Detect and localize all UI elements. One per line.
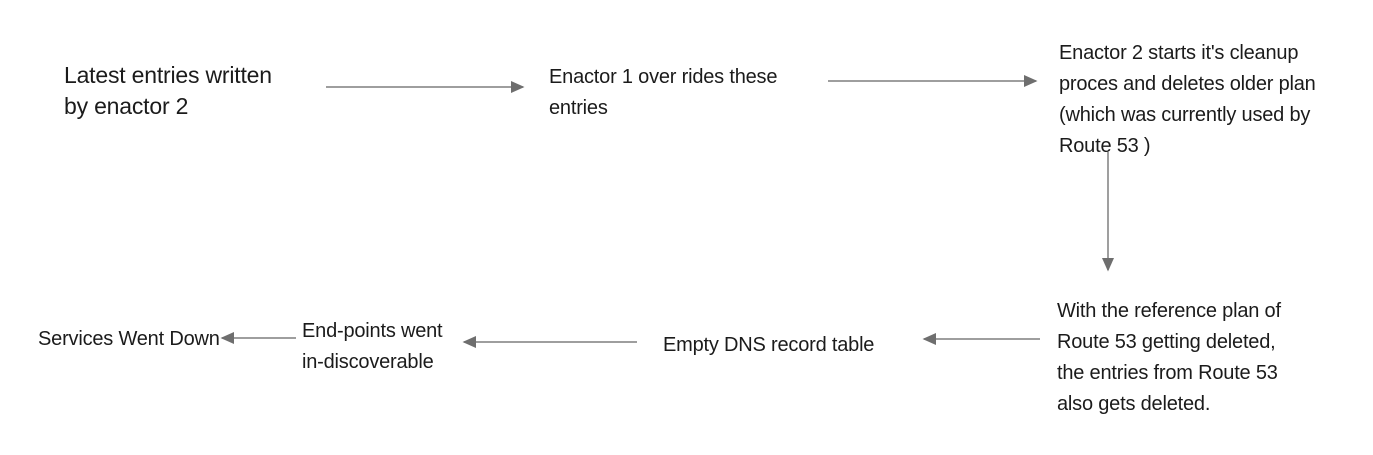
node-route53-entries-deleted: With the reference plan of Route 53 gett… <box>1057 300 1281 415</box>
node-services-down: Services Went Down <box>38 328 220 350</box>
node-latest-entries: Latest entries written by enactor 2 <box>64 62 272 119</box>
node-enactor2-cleanup: Enactor 2 starts it's cleanup proces and… <box>1059 42 1316 157</box>
node-empty-dns-table: Empty DNS record table <box>663 334 875 356</box>
node-enactor1-overrides: Enactor 1 over rides these entries <box>549 66 778 119</box>
node-endpoints-indiscoverable: End-points went in-discoverable <box>302 320 443 373</box>
